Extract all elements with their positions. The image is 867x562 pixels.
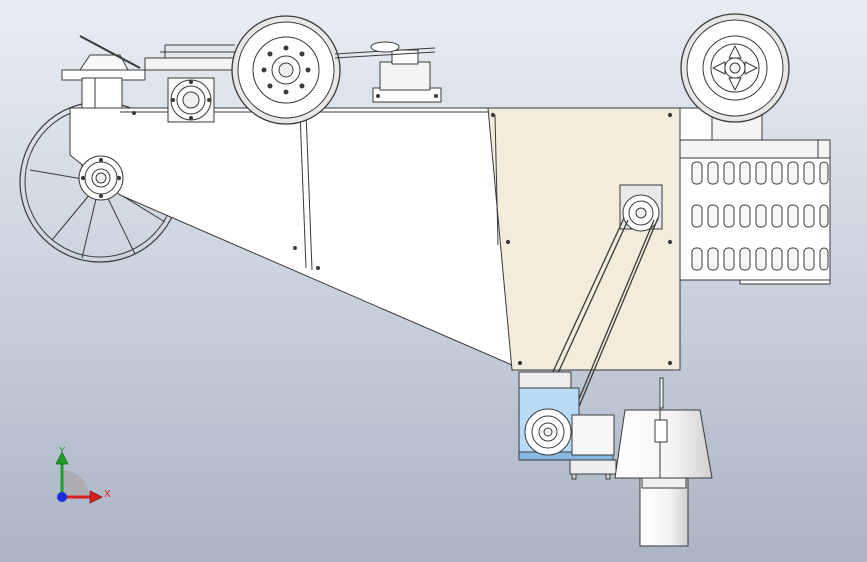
main-body [69,107,513,366]
vented-box [679,139,831,285]
side-panel [487,107,681,371]
conical-motor [614,377,713,547]
y-axis-label: Y [58,446,66,457]
top-wheel-right [680,13,790,123]
top-bracket [61,35,241,81]
x-axis-label: X [104,489,111,500]
flange-top [167,77,215,123]
top-gearbox [334,41,442,103]
lower-pulley [524,408,572,456]
axis-triad: Y X [55,446,111,504]
flange-left [78,155,124,201]
top-wheel-center [231,15,341,125]
